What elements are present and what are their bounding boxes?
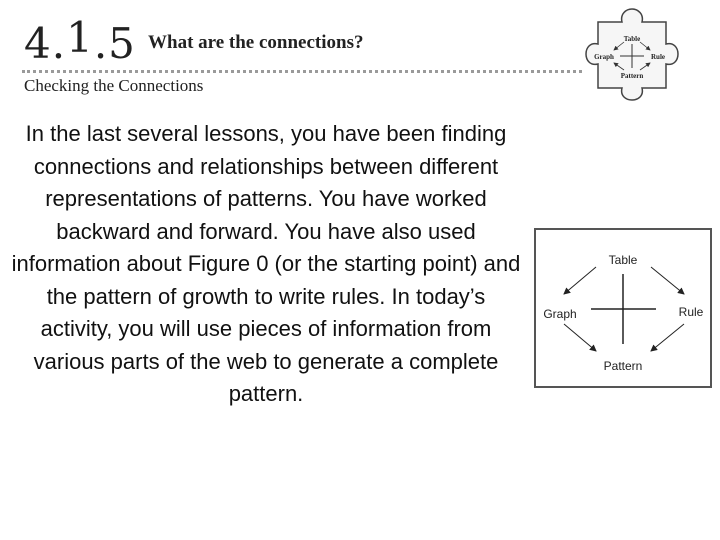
puzzle-label-table: Table — [624, 35, 640, 43]
lesson-number-part2: 1 — [66, 13, 94, 62]
lesson-subtitle: Checking the Connections — [24, 76, 204, 95]
connections-diagram: Table Graph Rule Pattern — [534, 228, 712, 388]
puzzle-arrow — [613, 41, 625, 51]
diagram-label-rule: Rule — [679, 305, 704, 319]
diagram-label-pattern: Pattern — [604, 359, 643, 373]
diagram-label-graph: Graph — [543, 307, 576, 321]
arrow-rule-pattern — [650, 323, 685, 352]
connections-diagram-graphic: Table Graph Rule Pattern — [543, 253, 704, 373]
arrow-table-rule — [650, 266, 685, 295]
body-paragraph: In the last several lessons, you have be… — [11, 121, 521, 406]
lesson-number-part3: .5 — [93, 19, 136, 68]
puzzle-arrow — [639, 62, 651, 71]
puzzle-arrow — [613, 62, 625, 71]
puzzle-label-rule: Rule — [651, 53, 665, 61]
dotted-divider — [22, 70, 582, 73]
puzzle-arrow — [639, 41, 651, 51]
arrow-table-graph — [563, 266, 597, 295]
diagram-label-table: Table — [609, 253, 638, 267]
puzzle-piece-icon: Table Graph Rule Pattern — [584, 6, 680, 102]
arrow-graph-pattern — [563, 323, 597, 352]
lesson-number-part1: 4. — [24, 19, 67, 68]
lesson-title: What are the connections? — [148, 32, 364, 53]
puzzle-label-graph: Graph — [594, 53, 614, 61]
lesson-number: 4.1.5 — [24, 14, 136, 68]
puzzle-label-pattern: Pattern — [621, 72, 644, 80]
puzzle-piece-graphic: Table Graph Rule Pattern — [585, 8, 679, 101]
